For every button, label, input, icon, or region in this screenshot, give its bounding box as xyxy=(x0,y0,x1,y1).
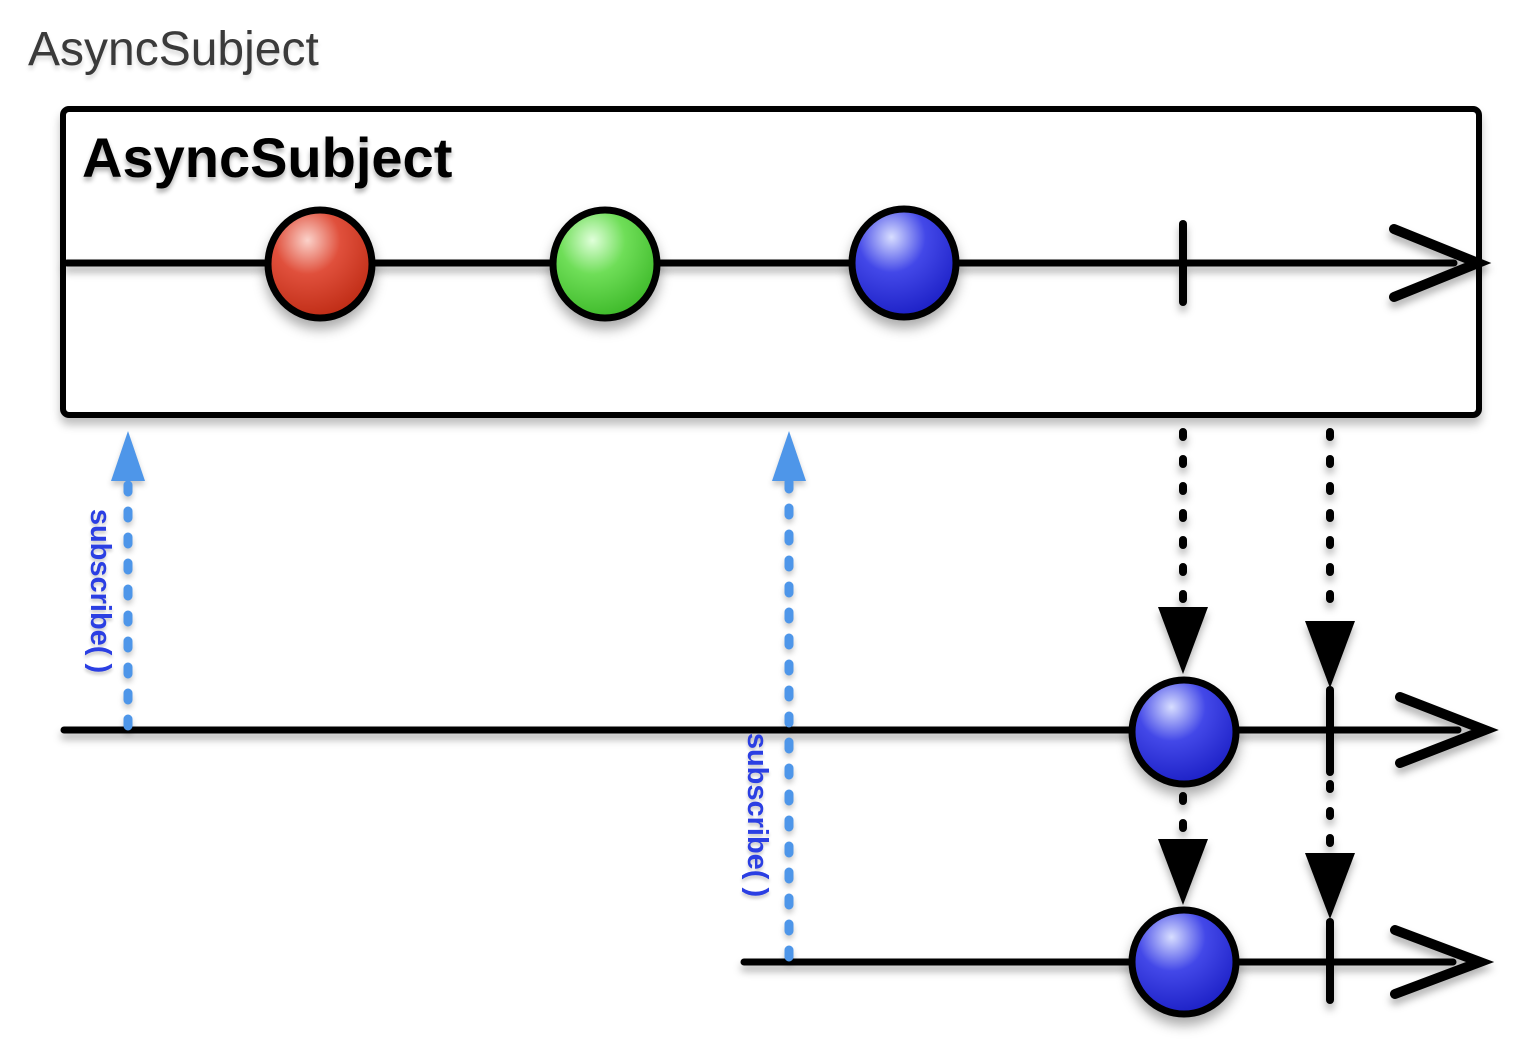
complete-dotted-arrowhead-1-icon xyxy=(1305,621,1355,688)
async-subject-box: AsyncSubject xyxy=(60,106,1482,418)
subscriber1-marble-blue xyxy=(1128,676,1240,788)
source-marble-green xyxy=(549,206,661,322)
subscribe1-arrowhead-icon xyxy=(111,431,145,481)
subscribe2-arrowhead-icon xyxy=(772,431,806,481)
emit-dotted-arrowhead-2-icon xyxy=(1158,839,1208,905)
emit-dotted-arrowhead-1-icon xyxy=(1158,607,1208,674)
source-timeline-arrowhead-icon xyxy=(1389,224,1492,302)
subscriber2-timeline-arrowhead-icon xyxy=(1390,925,1495,999)
subscriber1-timeline-arrowhead-icon xyxy=(1395,692,1499,768)
subscriber2-marble-blue xyxy=(1128,906,1240,1018)
subscribe1-label: subscribe( ) xyxy=(84,508,116,674)
box-label: AsyncSubject xyxy=(82,126,453,189)
complete-dotted-arrowhead-2-icon xyxy=(1305,853,1355,919)
source-marble-red xyxy=(264,206,376,322)
subscribe2-label: subscribe( ) xyxy=(741,732,773,898)
page-title: AsyncSubject xyxy=(28,23,319,76)
source-marble-blue xyxy=(848,205,960,321)
